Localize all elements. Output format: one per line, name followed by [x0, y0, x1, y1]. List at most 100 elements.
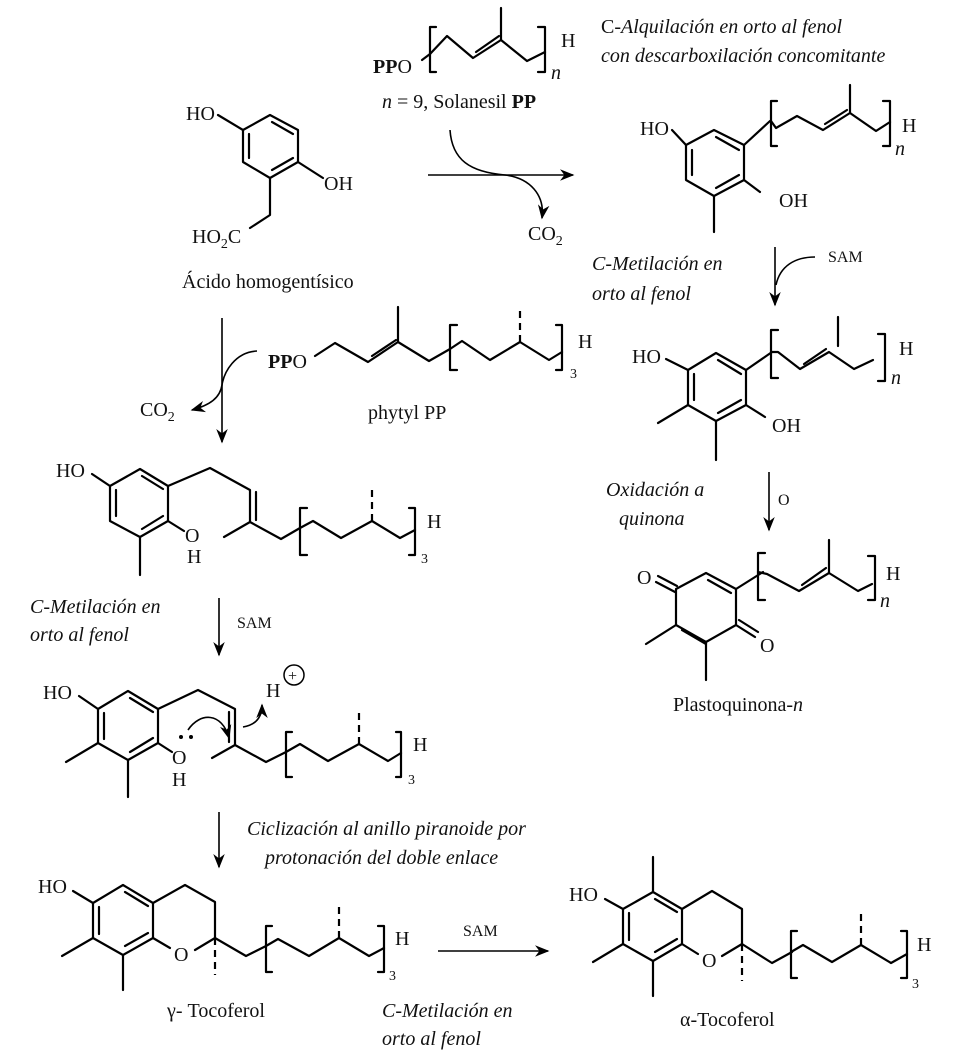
svg-text:SAM: SAM: [828, 249, 863, 266]
svg-text:H: H: [172, 769, 186, 791]
homogentisic-acid-name: Ácido homogentísico: [182, 270, 354, 293]
gamma-tocopherol-name: γ- Tocoferol: [166, 1000, 265, 1022]
svg-text:quinona: quinona: [619, 508, 685, 530]
svg-text:HO: HO: [569, 884, 598, 906]
svg-text:H: H: [395, 928, 409, 950]
svg-text:protonación del doble enlace: protonación del doble enlace: [263, 847, 498, 869]
step-alkylation-label: C-Alquilación en orto al fenol con desca…: [601, 16, 885, 67]
bond: [420, 52, 432, 62]
svg-text:3: 3: [389, 969, 396, 984]
svg-text:3: 3: [421, 552, 428, 567]
svg-text:H: H: [413, 734, 427, 756]
pp-label: PP: [373, 56, 397, 78]
svg-text:O: O: [637, 567, 651, 589]
svg-text:n: n: [880, 590, 890, 612]
plastoquinone-name: Plastoquinona-n: [673, 694, 803, 716]
gamma-tocopherol-structure: HO O H 3 γ- Tocoferol: [38, 876, 409, 1022]
svg-text:O: O: [174, 944, 188, 966]
svg-text:HO2C: HO2C: [192, 226, 241, 252]
svg-text:H: H: [427, 511, 441, 533]
svg-text:CO2: CO2: [140, 399, 175, 425]
dimethyl-solanesyl-benzoquinol-structure: HO OH H n: [632, 315, 913, 462]
svg-text:H: H: [899, 338, 913, 360]
svg-text:orto al fenol: orto al fenol: [592, 283, 691, 305]
svg-text:C-Metilación en: C-Metilación en: [382, 1000, 513, 1022]
svg-text:3: 3: [570, 367, 577, 382]
benzene-ring: [108, 467, 170, 539]
svg-text:orto al fenol: orto al fenol: [30, 624, 129, 646]
phytyl-pp-name: phytyl PP: [368, 402, 446, 424]
svg-text:n: n: [551, 62, 561, 84]
cyclization-step: Ciclización al anillo piranoide por prot…: [213, 812, 526, 869]
prenylation-arrow: CO2: [140, 318, 258, 444]
svg-text:H: H: [187, 546, 201, 568]
svg-text:H: H: [578, 331, 592, 353]
svg-text:n: n: [891, 367, 901, 389]
alkylation-arrow: CO2: [428, 129, 575, 249]
svg-text:SAM: SAM: [237, 615, 272, 632]
bracket-left: [428, 25, 438, 74]
svg-text:H: H: [917, 934, 931, 956]
solanesyl-caption: n = 9, Solanesil PP: [382, 91, 536, 113]
methylation-step-left: C-Metilación en orto al fenol SAM: [30, 596, 272, 657]
svg-text:H: H: [561, 30, 575, 52]
methylation-step-bottom: SAM C-Metilación en orto al fenol: [382, 923, 550, 1050]
svg-text:orto al fenol: orto al fenol: [382, 1028, 481, 1050]
svg-text:H: H: [902, 115, 916, 137]
benzene-ring: [684, 128, 746, 198]
svg-text:con descarboxilación concomita: con descarboxilación concomitante: [601, 45, 885, 67]
lone-pair-dot: [189, 735, 193, 739]
aromatic-ring: [91, 883, 155, 957]
svg-text:+: +: [288, 668, 297, 685]
svg-text:HO: HO: [640, 118, 669, 140]
svg-text:O: O: [702, 950, 716, 972]
svg-text:HO: HO: [43, 682, 72, 704]
svg-text:OH: OH: [779, 190, 808, 212]
svg-text:3: 3: [912, 977, 919, 992]
svg-text:PPO: PPO: [373, 56, 412, 78]
lone-pair-dot: [179, 735, 183, 739]
svg-text:HO: HO: [186, 103, 215, 125]
svg-text:O: O: [778, 492, 790, 509]
oxidation-step: Oxidación a quinona O: [606, 472, 790, 532]
bracket-right: [536, 25, 547, 74]
alpha-tocopherol-structure: HO O H 3 α-Tocoferol: [569, 855, 931, 1031]
methyl-solanesyl-benzoquinol-structure: HO OH H n: [640, 83, 916, 234]
svg-text:HO: HO: [56, 460, 85, 482]
svg-text:O: O: [760, 635, 774, 657]
svg-text:n: n: [895, 138, 905, 160]
svg-text:PPO: PPO: [268, 351, 307, 373]
svg-text:C-Metilación en: C-Metilación en: [592, 253, 723, 275]
solanesyl-pp-structure: PPO H n n = 9, Solanesil PP: [373, 6, 575, 113]
svg-text:SAM: SAM: [463, 923, 498, 940]
svg-text:Oxidación a: Oxidación a: [606, 479, 704, 501]
homogentisic-acid-structure: HO OH HO2C Ácido homogentísico: [182, 103, 354, 293]
electron-push-arrow: [187, 716, 232, 740]
svg-text:Ciclización al anillo piranoid: Ciclización al anillo piranoide por: [247, 818, 526, 840]
svg-text:H: H: [266, 680, 280, 702]
phytyl-pp-structure: PPO H 3 phytyl PP: [268, 305, 592, 424]
svg-text:O: O: [172, 747, 186, 769]
benzene-ring: [96, 689, 160, 762]
positive-charge-icon: [283, 664, 305, 686]
methyl-phytyl-benzoquinol-structure: HO O H H 3: [56, 460, 441, 577]
svg-text:OH: OH: [324, 173, 353, 195]
dimethyl-phytyl-benzoquinol-structure: HO O H H 3 H +: [43, 664, 427, 799]
plastoquinone-structure: O O H n Plastoquinona-n: [637, 538, 900, 716]
aromatic-ring: [621, 890, 684, 963]
svg-text:3: 3: [408, 773, 415, 788]
svg-text:OH: OH: [772, 415, 801, 437]
svg-text:C-Alquilación en orto al fenol: C-Alquilación en orto al fenol: [601, 16, 843, 38]
isoprene-chain: [428, 34, 547, 63]
svg-text:CO2: CO2: [528, 223, 563, 249]
alpha-tocopherol-name: α-Tocoferol: [680, 1009, 775, 1031]
benzene-ring: [686, 351, 748, 423]
svg-text:C-Metilación en: C-Metilación en: [30, 596, 161, 618]
svg-text:HO: HO: [38, 876, 67, 898]
proton-transfer-arrow: [242, 703, 268, 728]
benzene-ring: [241, 113, 300, 180]
methylation-step-right: C-Metilación en orto al fenol SAM: [592, 247, 863, 307]
svg-text:HO: HO: [632, 346, 661, 368]
svg-text:H: H: [886, 563, 900, 585]
